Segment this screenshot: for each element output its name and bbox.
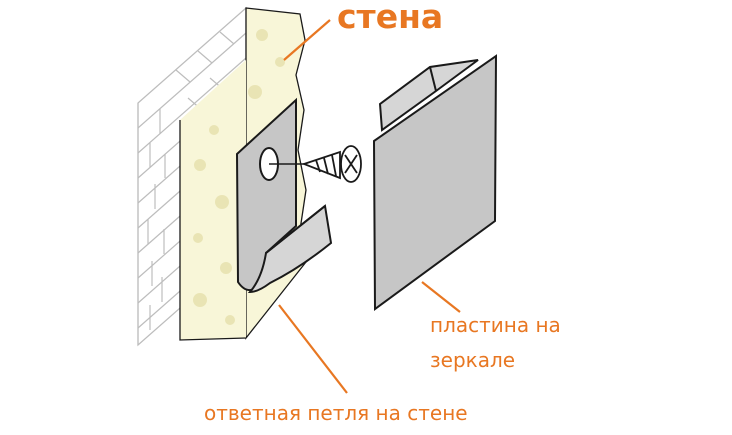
wall-hook-bracket: [235, 97, 333, 294]
wall-leader-line: [283, 19, 331, 61]
mirror-plate: [372, 54, 498, 311]
mirror-plate-label: пластина на зеркале: [430, 313, 561, 372]
plate-leader-line: [421, 281, 461, 313]
hook-leader-line: [278, 304, 348, 394]
screw-icon: [269, 145, 362, 183]
wall-label: стена: [337, 0, 444, 36]
wall-hook-label: ответная петля на стене: [204, 401, 468, 425]
